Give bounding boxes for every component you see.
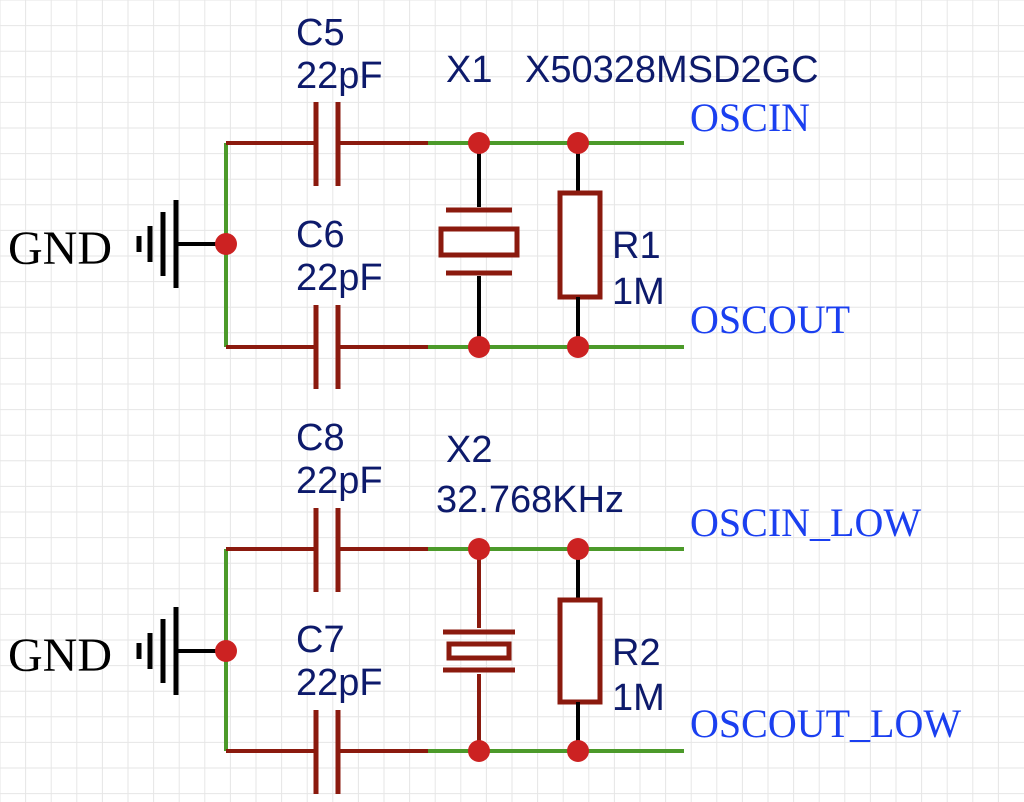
net-label-oscout-low: OSCOUT_LOW [690, 701, 961, 746]
c5-designator: C5 [296, 12, 345, 54]
x1-designator: X1 [446, 49, 492, 91]
crystal-x1 [438, 143, 520, 347]
x1-part-number: X50328MSD2GC [525, 49, 819, 91]
junction-dot [567, 132, 589, 154]
net-label-oscin: OSCIN [690, 95, 810, 140]
x2-frequency: 32.768KHz [436, 479, 624, 521]
gnd-label-top: GND [8, 222, 112, 275]
r2-value: 1M [612, 677, 665, 719]
capacitor-c8 [226, 508, 428, 592]
junction-dot [215, 233, 237, 255]
r1-designator: R1 [612, 225, 661, 267]
capacitor-c7 [226, 710, 428, 794]
c5-value: 22pF [296, 55, 383, 97]
capacitor-c6 [226, 305, 428, 389]
x2-designator: X2 [446, 429, 492, 471]
junction-dot [468, 740, 490, 762]
gnd-symbol-top [136, 200, 220, 288]
resistor-r1 [557, 143, 603, 347]
junction-dot [468, 132, 490, 154]
net-label-oscin-low: OSCIN_LOW [690, 500, 921, 545]
oscillator-circuit-high: GND C5 22pF C6 22pF [8, 12, 850, 389]
r1-value: 1M [612, 271, 665, 313]
c6-value: 22pF [296, 257, 383, 299]
junction-dot [468, 538, 490, 560]
oscillator-circuit-low: GND C8 22pF C7 22pF [8, 417, 961, 794]
c8-designator: C8 [296, 417, 345, 459]
c6-designator: C6 [296, 214, 345, 256]
c8-value: 22pF [296, 460, 383, 502]
gnd-symbol-bottom [136, 607, 220, 695]
junction-dot [468, 336, 490, 358]
r2-designator: R2 [612, 632, 661, 674]
gnd-label-bottom: GND [8, 629, 112, 682]
capacitor-c5 [226, 102, 428, 186]
junction-dot [567, 538, 589, 560]
resistor-r2 [557, 549, 603, 751]
c7-value: 22pF [296, 662, 383, 704]
c7-designator: C7 [296, 619, 345, 661]
junction-dot [567, 336, 589, 358]
junction-dot [215, 640, 237, 662]
crystal-x2 [443, 549, 515, 751]
net-label-oscout: OSCOUT [690, 297, 850, 342]
junction-dot [567, 740, 589, 762]
